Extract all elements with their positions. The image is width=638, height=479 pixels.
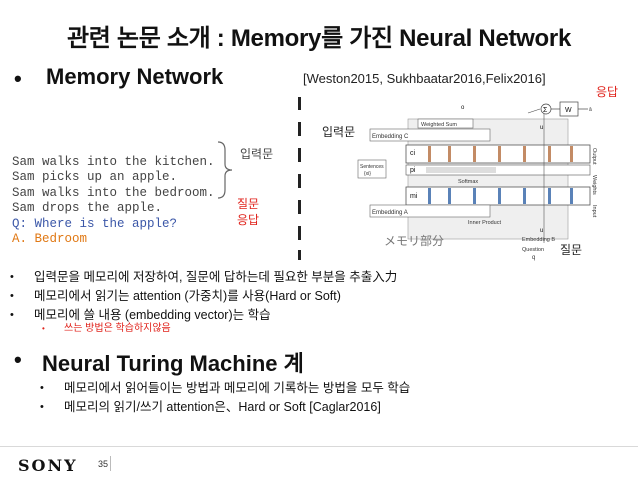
brace-icon [217, 141, 233, 199]
slide-title: 관련 논문 소개 : Memory를 가진 Neural Network [67, 25, 571, 52]
ntm-bullets: 메모리에서 읽어들이는 방법과 메모리에 기록하는 방법을 모두 학습 메모리의… [30, 379, 410, 417]
svg-text:q: q [532, 255, 535, 261]
diagram-input-label: 입력문 [322, 125, 356, 139]
story-line: Sam picks up an apple. [12, 170, 178, 184]
section-heading-ntm: Neural Turing Machine 계 [42, 351, 304, 376]
story-block: Sam walks into the kitchen.Sam picks up … [12, 139, 215, 263]
svg-text:u: u [540, 228, 543, 234]
bullet-item: 메모리에서 읽어들이는 방법과 메모리에 기록하는 방법을 모두 학습 [30, 379, 410, 398]
bullet-item: 메모리에 쓸 내용 (embedding vector)는 학습 [0, 306, 397, 325]
separator-dash [298, 174, 301, 188]
story-answer: A. Bedroom [12, 232, 88, 246]
bullet-item: 메모리에서 읽기는 attention (가중치)를 사용(Hard or So… [0, 287, 397, 306]
svg-text:Output: Output [591, 148, 597, 165]
answer-label: 응답 [237, 213, 260, 227]
footer-bar [110, 456, 111, 471]
separator-dash [298, 250, 301, 260]
footer-divider [0, 446, 638, 447]
separator-dash [298, 122, 301, 136]
separator-dash [298, 148, 301, 162]
svg-text:Embedding A: Embedding A [372, 210, 408, 216]
answer-label-top: 응답 [596, 85, 619, 99]
question-label: 질문 [237, 197, 260, 211]
sony-logo: SONY [18, 456, 78, 475]
svg-text:Weighted Sum: Weighted Sum [421, 122, 457, 128]
svg-text:Weights: Weights [591, 175, 597, 195]
memory-network-diagram: Embedding C ci Weighted Sum pi Softmax m… [308, 93, 634, 263]
svg-text:pi: pi [410, 167, 416, 174]
svg-text:o: o [461, 105, 465, 111]
svg-text:mi: mi [410, 193, 418, 200]
svg-text:{xi}: {xi} [364, 171, 371, 177]
svg-text:â: â [589, 107, 592, 113]
bullet-dot: • [14, 347, 22, 372]
page-number: 35 [98, 459, 109, 469]
sub-bullet: 쓰는 방법은 학습하지않음 [0, 322, 171, 336]
svg-text:Embedding C: Embedding C [372, 134, 409, 140]
input-label: 입력문 [240, 147, 274, 161]
diagram-memory-label: メモリ部分 [384, 234, 445, 248]
svg-text:ci: ci [410, 150, 416, 157]
story-line: Sam walks into the bedroom. [12, 185, 215, 200]
bullet-dot: • [14, 66, 22, 91]
svg-text:W: W [565, 107, 572, 114]
svg-text:u: u [540, 125, 543, 131]
separator-dash [298, 97, 301, 110]
bullet-item: 입력문을 메모리에 저장하여, 질문에 답하는데 필요한 부분을 추출入力 [0, 268, 397, 287]
svg-text:Sentences: Sentences [360, 164, 384, 170]
bullet-item: 메모리의 읽기/쓰기 attention은、Hard or Soft [Cagl… [30, 398, 410, 417]
separator-dash [298, 200, 301, 214]
memory-network-bullets: 입력문을 메모리에 저장하여, 질문에 답하는데 필요한 부분을 추출入力 메모… [0, 268, 397, 325]
story-question: Q: Where is the apple? [12, 216, 178, 231]
story-line: Sam drops the apple. [12, 201, 163, 215]
citation: [Weston2015, Sukhbaatar2016,Felix2016] [303, 71, 546, 86]
svg-text:Inner Product: Inner Product [468, 220, 501, 226]
diagram-svg: Embedding C ci Weighted Sum pi Softmax m… [357, 101, 597, 261]
svg-text:Embedding B: Embedding B [522, 237, 555, 243]
svg-text:Softmax: Softmax [458, 179, 478, 185]
svg-text:Σ: Σ [543, 107, 548, 114]
story-line: Sam walks into the kitchen. [12, 154, 215, 169]
diagram-question-label: 질문 [560, 243, 583, 257]
svg-text:Input: Input [591, 205, 597, 218]
separator-dash [298, 226, 301, 240]
section-heading-memory-network: Memory Network [46, 64, 224, 89]
svg-text:Question: Question [522, 247, 544, 253]
